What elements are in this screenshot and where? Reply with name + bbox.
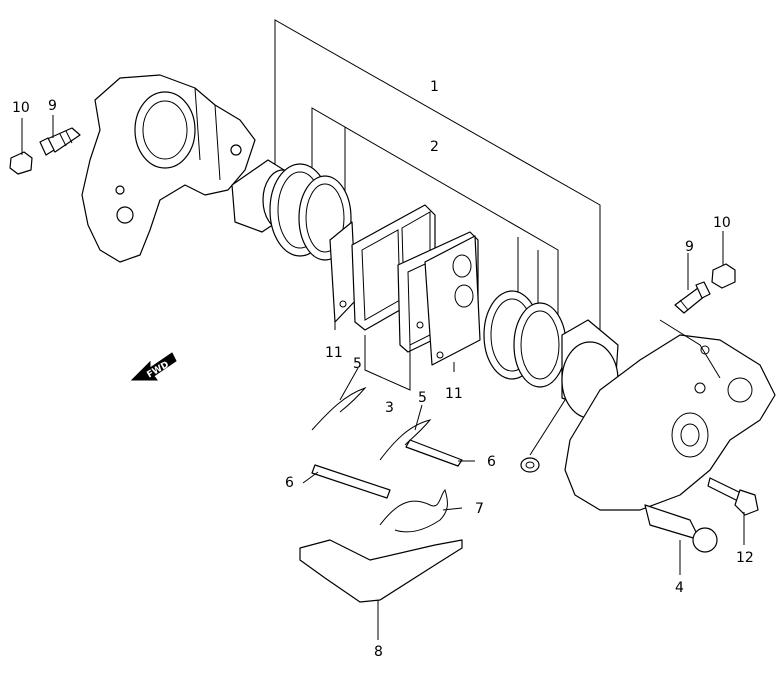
pad-shim-left xyxy=(329,221,357,323)
pad-springs xyxy=(311,386,432,461)
washer xyxy=(520,457,540,473)
callout-5b: 5 xyxy=(418,390,427,406)
pad-pin-lower xyxy=(311,464,391,499)
callout-labels: 1 2 3 4 5 5 6 6 7 8 9 9 10 10 11 11 12 xyxy=(12,79,754,660)
callout-5a: 5 xyxy=(353,356,362,372)
bolt-4 xyxy=(644,504,718,553)
callout-6b: 6 xyxy=(487,454,496,470)
bolt-12 xyxy=(707,477,759,516)
callout-9b: 9 xyxy=(685,239,694,255)
leader-lines xyxy=(21,115,745,640)
pad-spring-7 xyxy=(379,489,448,533)
bleeder-cap-left xyxy=(9,151,33,175)
pad-pin-right xyxy=(405,439,463,467)
bleeder-screw-right xyxy=(674,281,711,314)
callout-9a: 9 xyxy=(48,98,57,114)
bleeder-cap-right xyxy=(711,263,736,289)
callout-8: 8 xyxy=(374,644,383,660)
callout-10b: 10 xyxy=(713,215,731,231)
callout-11b: 11 xyxy=(445,386,463,402)
callout-6a: 6 xyxy=(285,475,294,491)
caliper-body-left xyxy=(81,74,256,263)
piston-seals-right xyxy=(483,290,567,388)
caliper-cover xyxy=(299,539,463,603)
callout-11a: 11 xyxy=(325,345,343,361)
callout-1: 1 xyxy=(430,79,439,95)
fwd-arrow-icon: FWD xyxy=(130,352,177,381)
pad-shim-right xyxy=(424,235,481,366)
callout-3: 3 xyxy=(385,400,394,416)
callout-7: 7 xyxy=(475,501,484,517)
callout-2: 2 xyxy=(430,139,439,155)
caliper-body-right xyxy=(564,334,776,511)
callout-4: 4 xyxy=(675,580,684,596)
callout-10a: 10 xyxy=(12,100,30,116)
callout-12: 12 xyxy=(736,550,754,566)
bleeder-screw-left xyxy=(39,127,81,156)
